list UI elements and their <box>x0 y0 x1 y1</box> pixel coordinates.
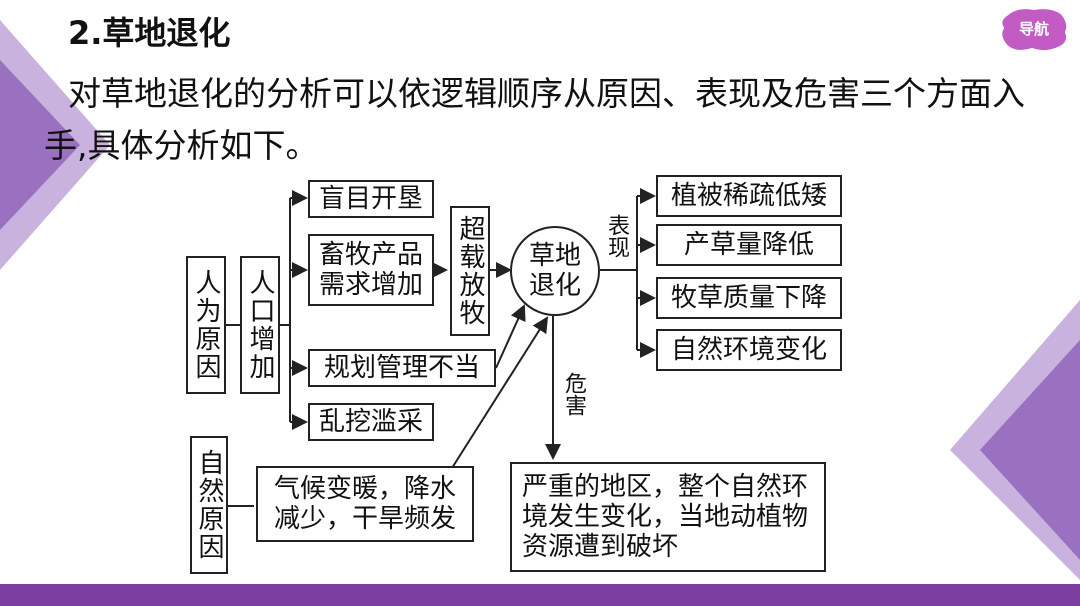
effect-box: 自然环境变化 <box>656 329 842 371</box>
manifest-label: 表现 <box>604 214 629 258</box>
population-box: 人口增加 <box>240 256 280 394</box>
footer-bar <box>0 584 1080 606</box>
reclaim-box: 盲目开垦 <box>308 180 434 218</box>
overgrazing-box: 超载放牧 <box>450 206 490 336</box>
center-label: 草地退化 <box>528 241 581 301</box>
nav-label: 导航 <box>1018 20 1049 38</box>
right-decoration <box>950 300 1080 580</box>
section-heading: 2.草地退化 <box>68 14 231 52</box>
digging-box: 乱挖滥采 <box>308 403 434 441</box>
harm-box: 严重的地区，整个自然环境发生变化，当地动植物资源遭到破坏 <box>510 462 826 572</box>
left-decoration <box>0 20 110 270</box>
planning-box: 规划管理不当 <box>308 349 496 387</box>
effect-box: 牧草质量下降 <box>656 277 842 319</box>
effect-box: 产草量降低 <box>656 224 842 266</box>
climate-box: 气候变暖，降水减少，干旱频发 <box>256 466 474 542</box>
effect-box: 植被稀疏低矮 <box>656 175 842 217</box>
demand-box: 畜牧产品需求增加 <box>308 234 434 306</box>
badge-shape-icon <box>1000 7 1069 53</box>
grassland-degradation-node: 草地退化 <box>510 226 600 316</box>
intro-text: 对草地退化的分析可以依逻辑顺序从原因、表现及危害三个方面入手,具体分析如下。 <box>44 74 1025 165</box>
nav-button[interactable]: 导航 <box>998 6 1070 53</box>
harm-label: 危害 <box>561 372 586 416</box>
natural-cause-box: 自然原因 <box>190 436 228 574</box>
human-cause-box: 人为原因 <box>186 256 226 394</box>
